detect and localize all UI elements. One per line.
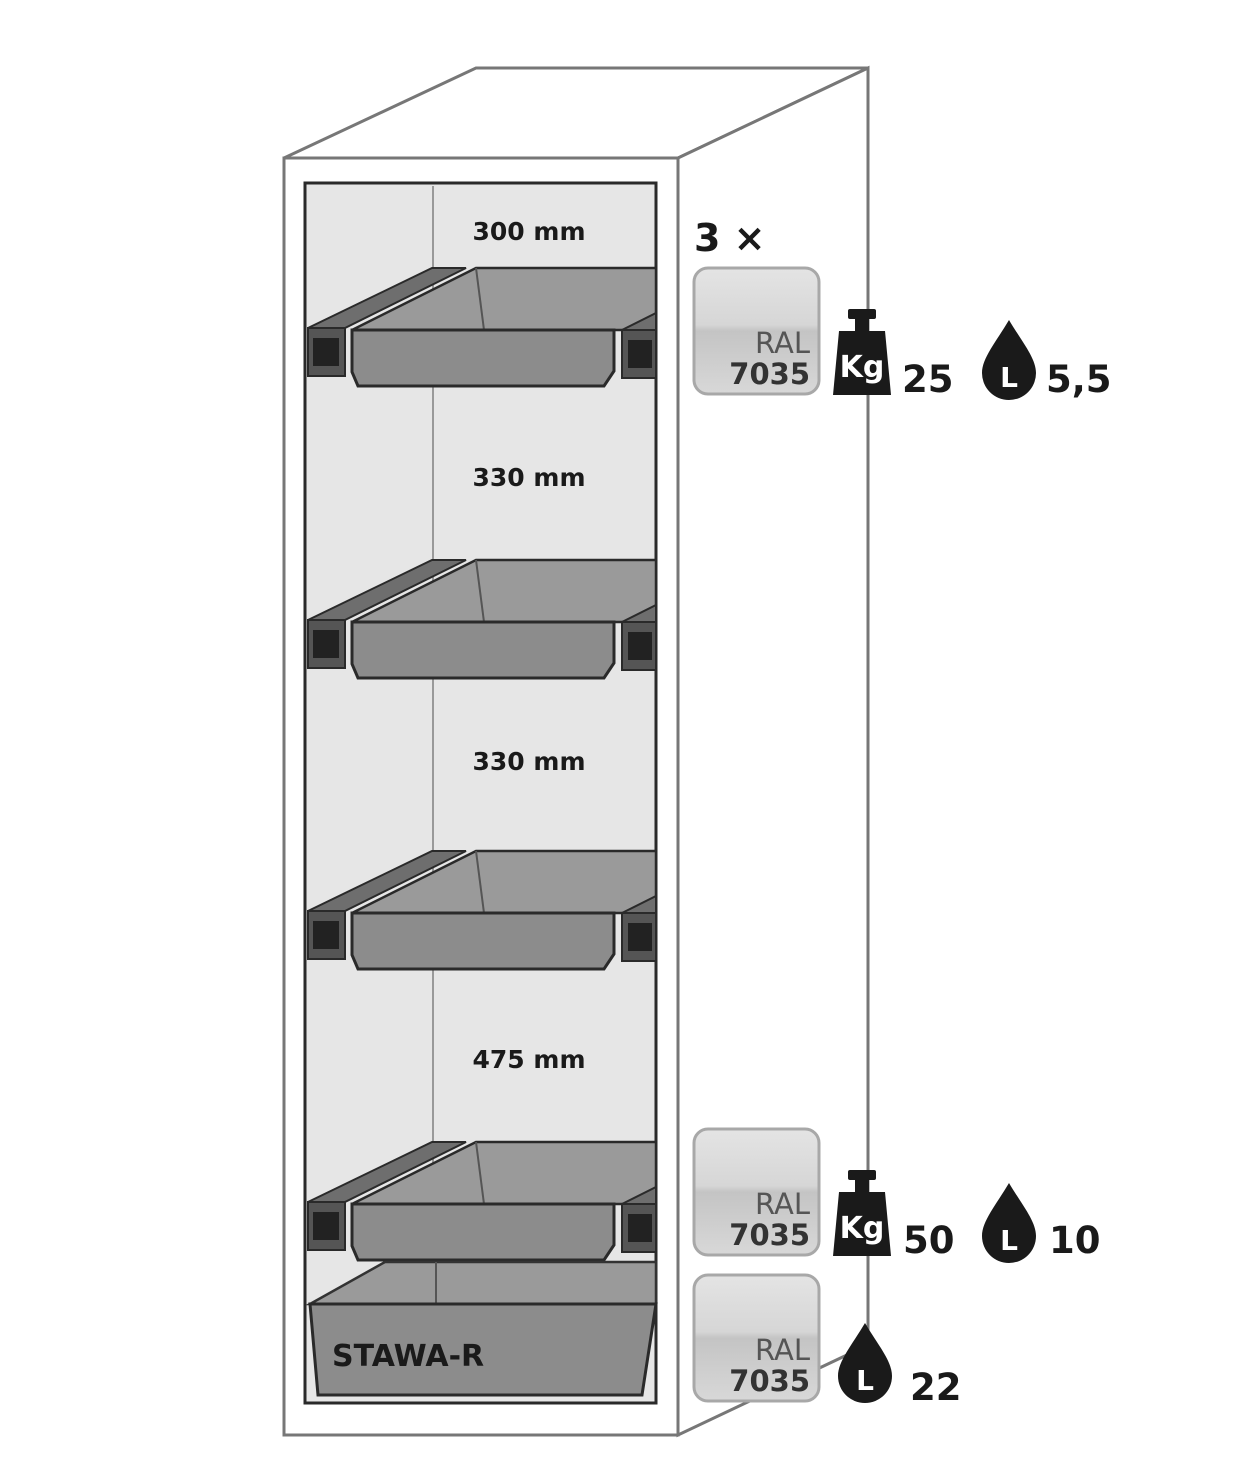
shelf-tray	[307, 849, 658, 971]
shelf-tray	[307, 266, 658, 388]
weight-icon: Kg	[833, 309, 891, 395]
load-capacity-value: 25	[902, 358, 954, 401]
liter-icon-label: L	[1000, 361, 1018, 394]
weight-icon-label: Kg	[840, 350, 885, 385]
bottom-sump	[305, 1260, 658, 1397]
volume-value: 5,5	[1046, 358, 1112, 401]
weight-icon: Kg	[833, 1170, 891, 1256]
compartment-height-label: 330 mm	[473, 463, 586, 492]
ral-code: 7035	[729, 1364, 810, 1398]
sump-label: STAWA-R	[332, 1339, 484, 1374]
load-capacity-value: 50	[903, 1219, 955, 1262]
shelf-multiplier: 3 ×	[694, 216, 766, 260]
ral-code: 7035	[729, 357, 810, 391]
shelf-tray	[307, 558, 658, 680]
ral-label: RAL	[755, 1333, 810, 1367]
volume-value: 10	[1049, 1219, 1101, 1262]
ral-label: RAL	[755, 1187, 810, 1221]
liter-drop-icon: L	[982, 320, 1036, 400]
weight-icon-label: Kg	[840, 1211, 885, 1246]
volume-value: 22	[910, 1366, 962, 1409]
compartment-height-label: 330 mm	[473, 747, 586, 776]
compartment-height-label: 300 mm	[473, 217, 586, 246]
ral-label: RAL	[755, 326, 810, 360]
liter-icon-label: L	[856, 1364, 874, 1397]
ral-code: 7035	[729, 1218, 810, 1252]
compartment-height-label: 475 mm	[473, 1045, 586, 1074]
liter-icon-label: L	[1000, 1224, 1018, 1257]
liter-drop-icon: L	[982, 1183, 1036, 1263]
liter-drop-icon: L	[838, 1323, 892, 1403]
shelf-tray	[307, 1140, 658, 1262]
